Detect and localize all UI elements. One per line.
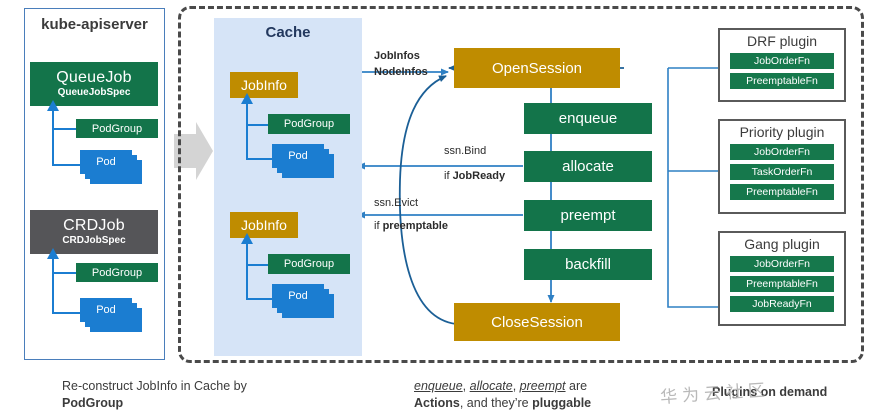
- crdjob-connector-podgroup: [52, 272, 76, 274]
- label-jobinfos: JobInfos: [374, 50, 420, 62]
- label-if-jobready: if JobReady: [444, 170, 505, 182]
- caption-left: Re-construct JobInfo in Cache by PodGrou…: [62, 378, 362, 412]
- cache-jobinfo-box-1[interactable]: JobInfo: [230, 72, 298, 98]
- cache1-arrowhead: [241, 93, 253, 104]
- label-nodeinfos: NodeInfos: [374, 66, 428, 78]
- plugin-card-drf[interactable]: DRF plugin JobOrderFn PreemptableFn: [718, 28, 846, 102]
- caption-actions: Actions: [414, 395, 460, 410]
- cache1-connector-pod: [246, 158, 272, 160]
- caption-left-line1: Re-construct JobInfo in Cache by: [62, 379, 247, 393]
- plugin-title-drf: DRF plugin: [746, 33, 818, 49]
- queuejob-name: QueueJob: [56, 68, 132, 86]
- plugin-card-gang[interactable]: Gang plugin JobOrderFn PreemptableFn Job…: [718, 231, 846, 326]
- cache-jobinfo-box-2[interactable]: JobInfo: [230, 212, 298, 238]
- crdjob-pod-stack[interactable]: Pod: [80, 298, 142, 332]
- plugin-fn-gang-1[interactable]: PreemptableFn: [730, 276, 834, 292]
- label-ssn-evict: ssn.Evict: [374, 197, 419, 209]
- cache2-connector-vertical: [246, 238, 248, 300]
- crdjob-name: CRDJob: [63, 216, 125, 234]
- label-if-prefix: if: [444, 170, 453, 182]
- queuejob-pod-stack[interactable]: Pod: [80, 150, 142, 184]
- cache-title: Cache: [265, 24, 311, 41]
- caption-preempt: preempt: [519, 379, 566, 393]
- caption-and-theyre: , and they’re: [459, 395, 533, 410]
- label-if-prefix-2: if: [374, 220, 383, 232]
- pod-card-front: Pod: [80, 150, 132, 174]
- cache1-connector-podgroup: [246, 124, 268, 126]
- crdjob-box[interactable]: CRDJob CRDJobSpec: [30, 210, 158, 254]
- cache2-connector-podgroup: [246, 264, 268, 266]
- plugin-fn-drf-0[interactable]: JobOrderFn: [730, 53, 834, 69]
- label-preemptable-bold: preemptable: [382, 220, 448, 232]
- queuejob-connector-podgroup: [52, 128, 76, 130]
- queuejob-box[interactable]: QueueJob QueueJobSpec: [30, 62, 158, 106]
- cache1-connector-vertical: [246, 98, 248, 160]
- label-jobready-bold: JobReady: [452, 170, 506, 182]
- cache-podgroup-box-1[interactable]: PodGroup: [268, 114, 350, 134]
- queuejob-arrowhead: [47, 100, 59, 111]
- action-box-backfill[interactable]: backfill: [524, 249, 652, 280]
- queuejob-spec: QueueJobSpec: [57, 86, 131, 98]
- transform-block-arrow: [174, 122, 213, 180]
- plugin-fn-gang-2[interactable]: JobReadyFn: [730, 296, 834, 312]
- cache2-arrowhead: [241, 233, 253, 244]
- action-box-enqueue[interactable]: enqueue: [524, 103, 652, 134]
- label-ssn-bind: ssn.Bind: [444, 145, 487, 157]
- caption-center: enqueue, allocate, preempt are Actions, …: [414, 378, 664, 412]
- cache-podgroup-box-2[interactable]: PodGroup: [268, 254, 350, 274]
- caption-pluggable: pluggable: [532, 395, 592, 410]
- label-if-preemptable: if preemptable: [374, 220, 448, 232]
- crdjob-arrowhead: [47, 248, 59, 259]
- plugin-card-priority[interactable]: Priority plugin JobOrderFn TaskOrderFn P…: [718, 119, 846, 214]
- plugin-fn-priority-0[interactable]: JobOrderFn: [730, 144, 834, 160]
- plugin-fn-gang-0[interactable]: JobOrderFn: [730, 256, 834, 272]
- action-box-allocate[interactable]: allocate: [524, 151, 652, 182]
- plugin-title-gang: Gang plugin: [744, 236, 820, 252]
- cache-pod-stack-1[interactable]: Pod: [272, 144, 334, 178]
- cache-pod-stack-2[interactable]: Pod: [272, 284, 334, 318]
- queuejob-connector-vertical: [52, 106, 54, 166]
- plugin-fn-drf-1[interactable]: PreemptableFn: [730, 73, 834, 89]
- crdjob-spec: CRDJobSpec: [62, 234, 126, 246]
- caption-enqueue: enqueue: [414, 379, 463, 393]
- opensession-box[interactable]: OpenSession: [454, 48, 620, 88]
- caption-sep-1: ,: [462, 379, 470, 393]
- plugin-title-priority: Priority plugin: [739, 124, 825, 140]
- kube-apiserver-title: kube-apiserver: [41, 16, 148, 33]
- action-box-preempt[interactable]: preempt: [524, 200, 652, 231]
- queuejob-podgroup-box[interactable]: PodGroup: [76, 119, 158, 138]
- caption-allocate: allocate: [469, 379, 513, 393]
- pod-card-front: Pod: [80, 298, 132, 322]
- scheduler-container: [178, 6, 864, 363]
- caption-center-line1: enqueue, allocate, preempt are: [414, 378, 664, 395]
- caption-left-line2: PodGroup: [62, 395, 124, 410]
- pod-card-front: Pod: [272, 284, 324, 308]
- queuejob-connector-pod: [52, 164, 80, 166]
- plugin-fn-priority-2[interactable]: PreemptableFn: [730, 184, 834, 200]
- caption-right: Plugins on demand: [712, 385, 828, 399]
- crdjob-connector-pod: [52, 312, 80, 314]
- crdjob-connector-vertical: [52, 254, 54, 314]
- caption-sep-2: ,: [512, 379, 520, 393]
- caption-center-line2: Actions, and they’re pluggable: [414, 395, 664, 412]
- pod-card-front: Pod: [272, 144, 324, 168]
- cache2-connector-pod: [246, 298, 272, 300]
- crdjob-podgroup-box[interactable]: PodGroup: [76, 263, 158, 282]
- plugin-fn-priority-1[interactable]: TaskOrderFn: [730, 164, 834, 180]
- closesession-box[interactable]: CloseSession: [454, 303, 620, 341]
- caption-are: are: [565, 379, 588, 393]
